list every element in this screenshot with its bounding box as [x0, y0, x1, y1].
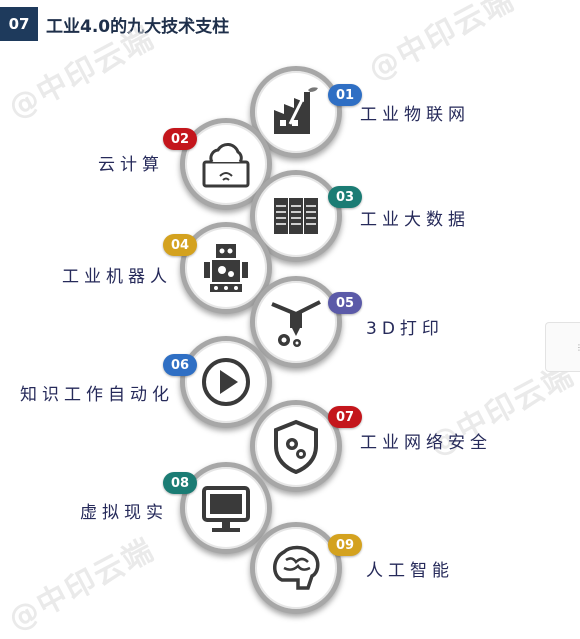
- item-badge: 02: [163, 128, 197, 150]
- cloud-icon: [202, 143, 250, 188]
- page-title: 工业4.0的九大技术支柱: [46, 16, 230, 37]
- node-industrial-big-data: [250, 170, 342, 262]
- side-panel-handle[interactable]: ⋮: [545, 322, 580, 372]
- shield-gear-icon: [274, 419, 318, 474]
- item-badge: 04: [163, 234, 197, 256]
- 3d-printer-icon: [271, 300, 321, 347]
- item-badge: 03: [328, 186, 362, 208]
- play-icon: [202, 358, 250, 406]
- node-industrial-iot: [250, 66, 342, 158]
- item-badge: 09: [328, 534, 362, 556]
- header: 07 工业4.0的九大技术支柱: [0, 0, 580, 48]
- item-badge: 07: [328, 406, 362, 428]
- factory-icon: [274, 87, 318, 134]
- node-artificial-intelligence: [250, 522, 342, 614]
- item-label: 工业网络安全: [360, 433, 492, 453]
- item-label: 云计算: [98, 155, 164, 175]
- item-label: 人工智能: [366, 561, 454, 581]
- server-rack-icon: [274, 198, 318, 234]
- item-badge: 06: [163, 354, 197, 376]
- brain-icon: [273, 545, 320, 590]
- item-badge: 08: [163, 472, 197, 494]
- node-knowledge-work-automation: [180, 336, 272, 428]
- item-label: 工业物联网: [360, 105, 470, 125]
- item-label: 知识工作自动化: [20, 385, 174, 405]
- monitor-icon: [202, 486, 250, 532]
- item-label: 虚拟现实: [80, 503, 168, 523]
- item-badge: 05: [328, 292, 362, 314]
- robot-icon: [204, 244, 248, 292]
- item-label: 工业机器人: [62, 267, 172, 287]
- item-badge: 01: [328, 84, 362, 106]
- section-number: 07: [0, 7, 38, 41]
- item-label: 3D打印: [366, 319, 444, 339]
- node-industrial-network-security: [250, 400, 342, 492]
- node-3d-printing: [250, 276, 342, 368]
- watermark: @中印云端: [2, 532, 161, 639]
- item-label: 工业大数据: [360, 210, 470, 230]
